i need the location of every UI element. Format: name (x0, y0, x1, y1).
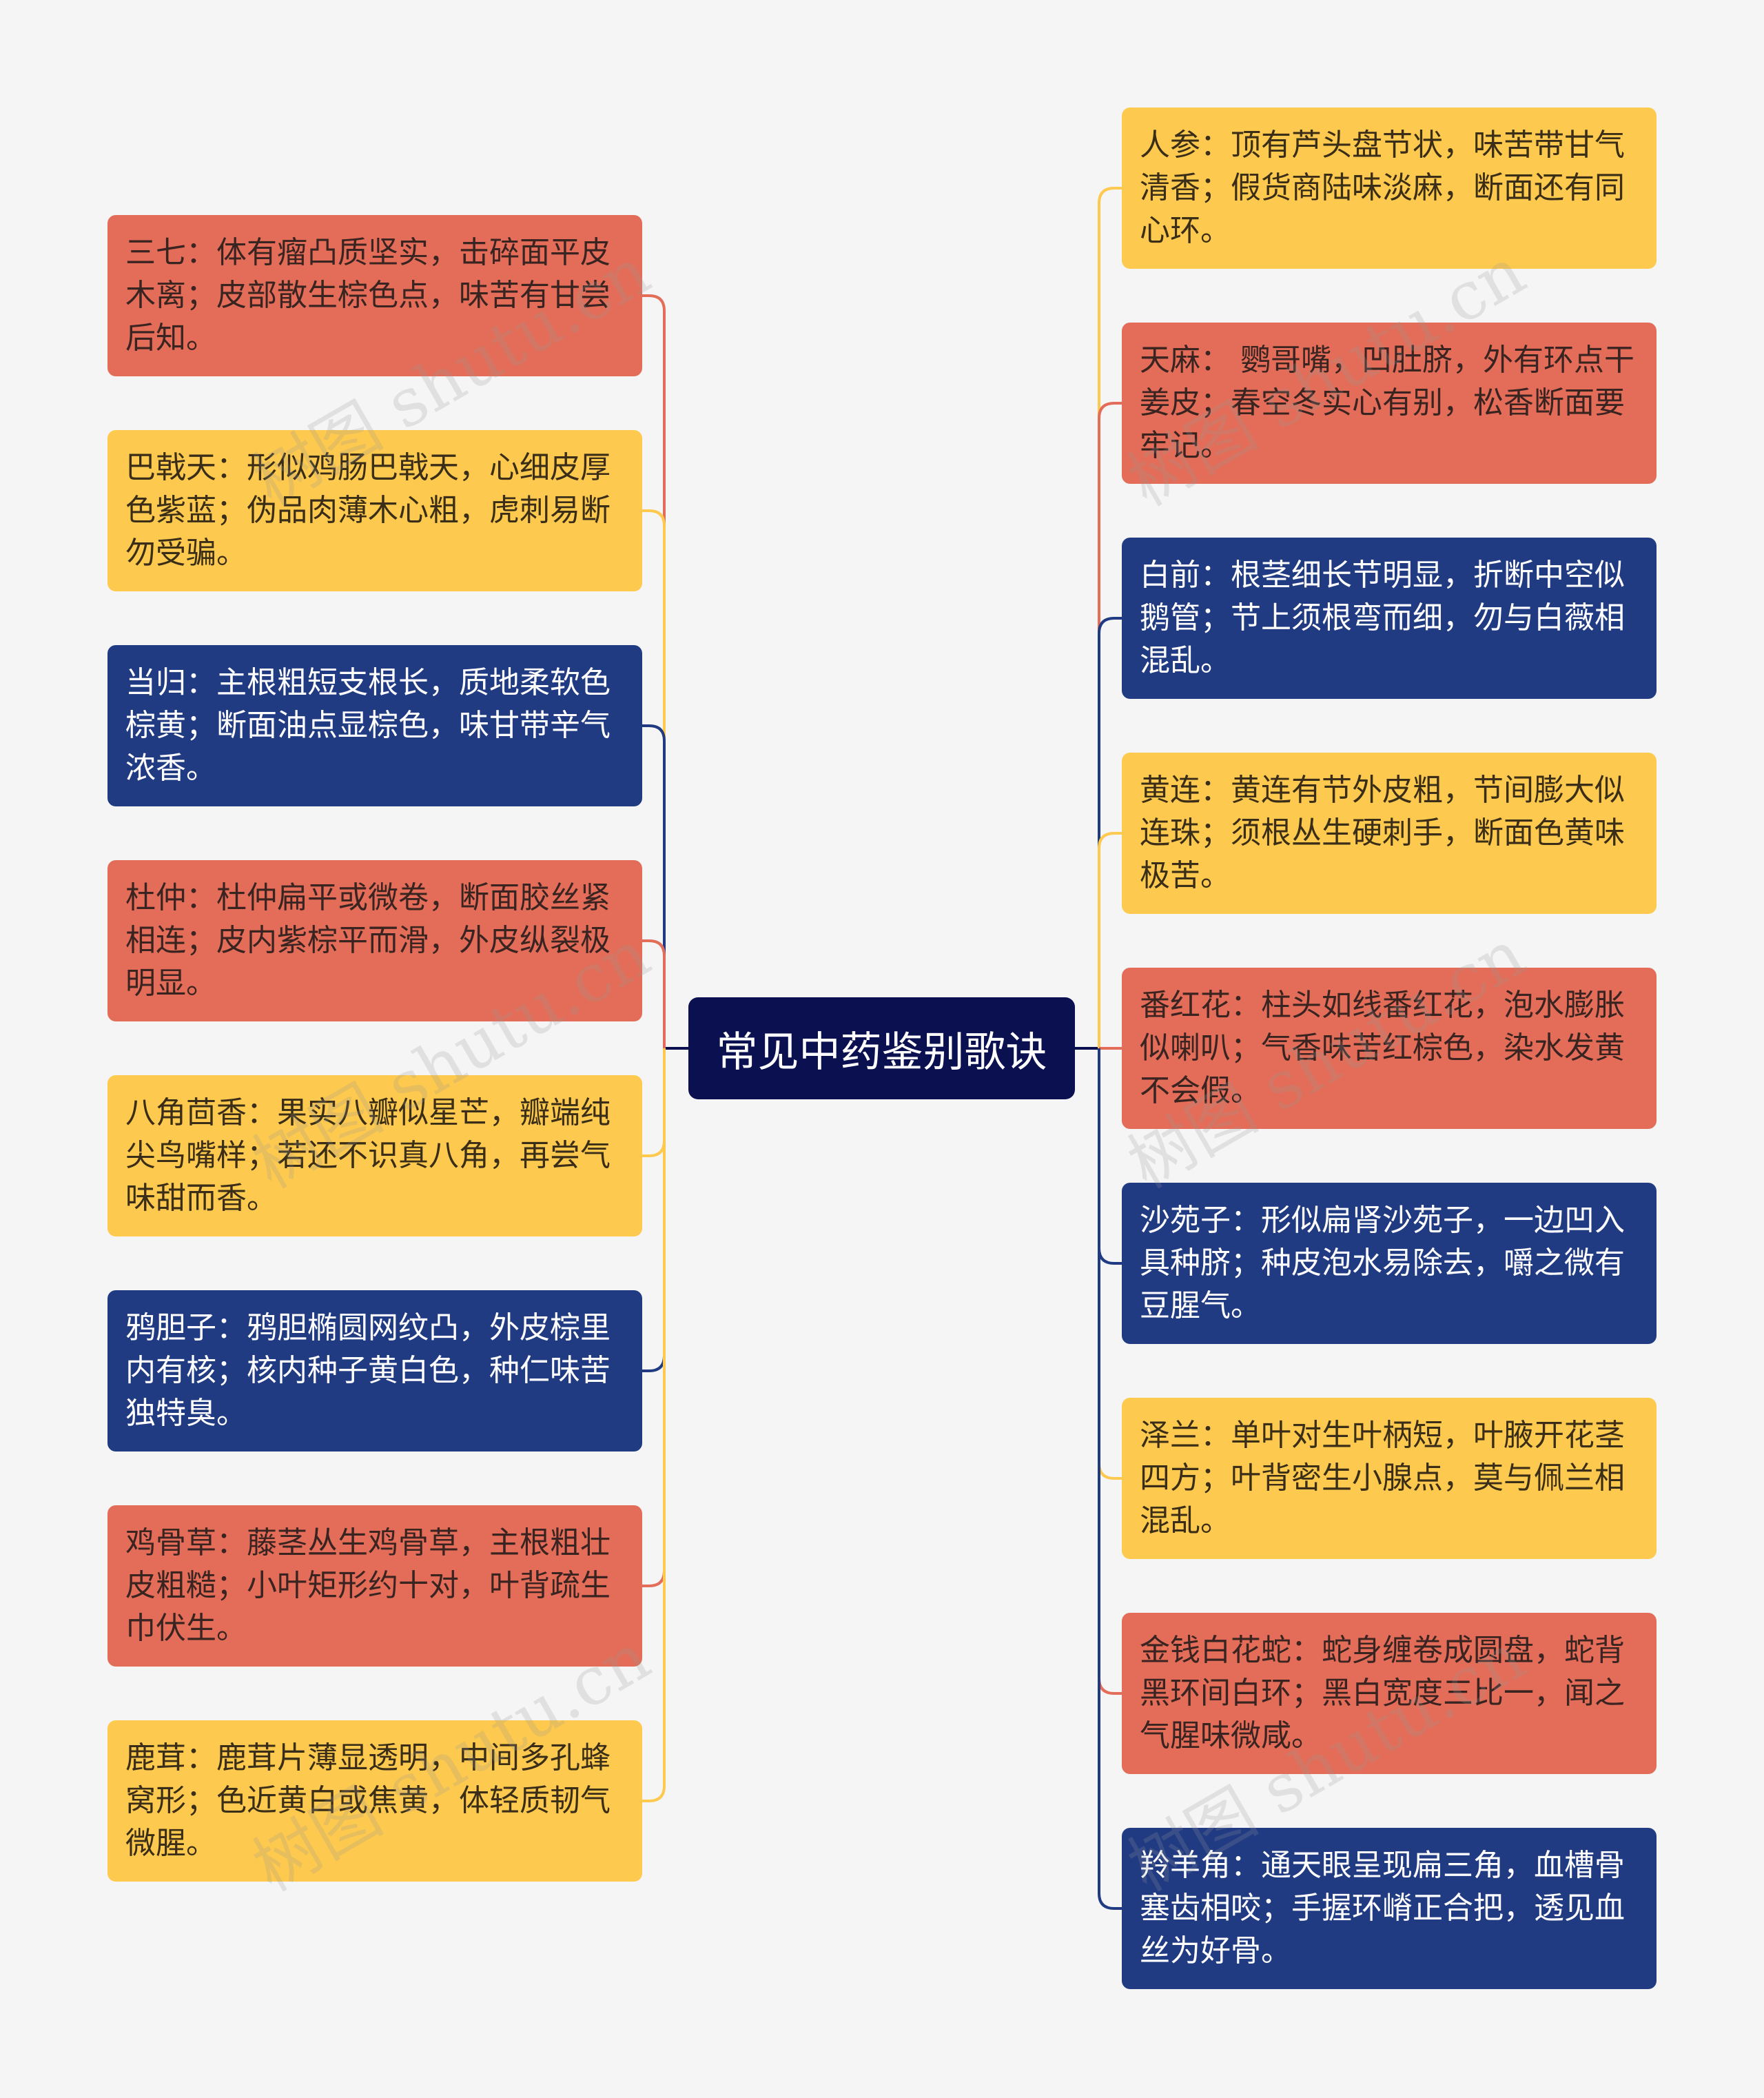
left-branch-node[interactable]: 鸦胆子：鸦胆椭圆网纹凸，外皮棕里内有核；核内种子黄白色，种仁味苦独特臭。 (107, 1290, 642, 1452)
right-connector-line (1098, 1048, 1122, 1265)
left-connector-line (642, 1048, 666, 1372)
left-connector-line (642, 509, 666, 1048)
right-branch-node[interactable]: 羚羊角：通天眼呈现扁三角，血槽骨塞齿相咬；手握环嵴正合把，透见血丝为好骨。 (1122, 1828, 1657, 1989)
left-connector-line (642, 939, 666, 1048)
left-connector-line (642, 724, 666, 1048)
left-connector-line (642, 1048, 666, 1587)
root-node[interactable]: 常见中药鉴别歌诀 (688, 997, 1075, 1099)
right-branch-node[interactable]: 天麻： 鹦哥嘴，凹肚脐，外有环点干姜皮；春空冬实心有别，松香断面要牢记。 (1122, 323, 1657, 484)
left-branch-node[interactable]: 八角茴香：果实八瓣似星芒，瓣端纯尖鸟嘴样；若还不识真八角，再尝气味甜而香。 (107, 1075, 642, 1236)
left-branch-node[interactable]: 当归：主根粗短支根长，质地柔软色棕黄；断面油点显棕色，味甘带辛气浓香。 (107, 645, 642, 806)
right-branch-node[interactable]: 人参：顶有芦头盘节状，味苦带甘气清香；假货商陆味淡麻，断面还有同心环。 (1122, 108, 1657, 269)
right-branch-node[interactable]: 金钱白花蛇：蛇身缠卷成圆盘，蛇背黑环间白环；黑白宽度三比一，闻之气腥味微咸。 (1122, 1613, 1657, 1774)
left-branch-node[interactable]: 三七：体有瘤凸质坚实，击碎面平皮木离；皮部散生棕色点，味苦有甘尝后知。 (107, 215, 642, 376)
right-branch-node[interactable]: 泽兰：单叶对生叶柄短，叶腋开花茎四方；叶背密生小腺点，莫与佩兰相混乱。 (1122, 1398, 1657, 1559)
right-connector-line (1098, 1048, 1122, 1695)
left-branch-node[interactable]: 巴戟天：形似鸡肠巴戟天，心细皮厚色紫蓝；伪品肉薄木心粗，虎刺易断勿受骗。 (107, 430, 642, 591)
left-branch-node[interactable]: 杜仲：杜仲扁平或微卷，断面胶丝紧相连；皮内紫棕平而滑，外皮纵裂极明显。 (107, 860, 642, 1021)
right-branch-node[interactable]: 沙苑子：形似扁肾沙苑子，一边凹入具种脐；种皮泡水易除去，嚼之微有豆腥气。 (1122, 1183, 1657, 1344)
left-connector-line (642, 1048, 666, 1802)
right-connector-line (1098, 187, 1122, 1048)
right-branch-node[interactable]: 白前：根茎细长节明显，折断中空似鹅管；节上须根弯而细，勿与白薇相混乱。 (1122, 538, 1657, 699)
right-connector-line (1098, 832, 1122, 1048)
right-connector-line (1098, 1048, 1122, 1910)
right-connector-line (1098, 617, 1122, 1048)
left-connector-line (642, 294, 666, 1048)
left-branch-node[interactable]: 鹿茸：鹿茸片薄显透明，中间多孔蜂窝形；色近黄白或焦黄，体轻质韧气微腥。 (107, 1720, 642, 1882)
left-connector-line (642, 1048, 666, 1157)
right-branch-node[interactable]: 黄连：黄连有节外皮粗，节间膨大似连珠；须根丛生硬刺手，断面色黄味极苦。 (1122, 753, 1657, 914)
right-branch-node[interactable]: 番红花：柱头如线番红花，泡水膨胀似喇叭；气香味苦红棕色，染水发黄不会假。 (1122, 968, 1657, 1129)
left-branch-node[interactable]: 鸡骨草：藤茎丛生鸡骨草，主根粗壮皮粗糙；小叶矩形约十对，叶背疏生巾伏生。 (107, 1505, 642, 1667)
right-connector-line (1098, 402, 1122, 1048)
